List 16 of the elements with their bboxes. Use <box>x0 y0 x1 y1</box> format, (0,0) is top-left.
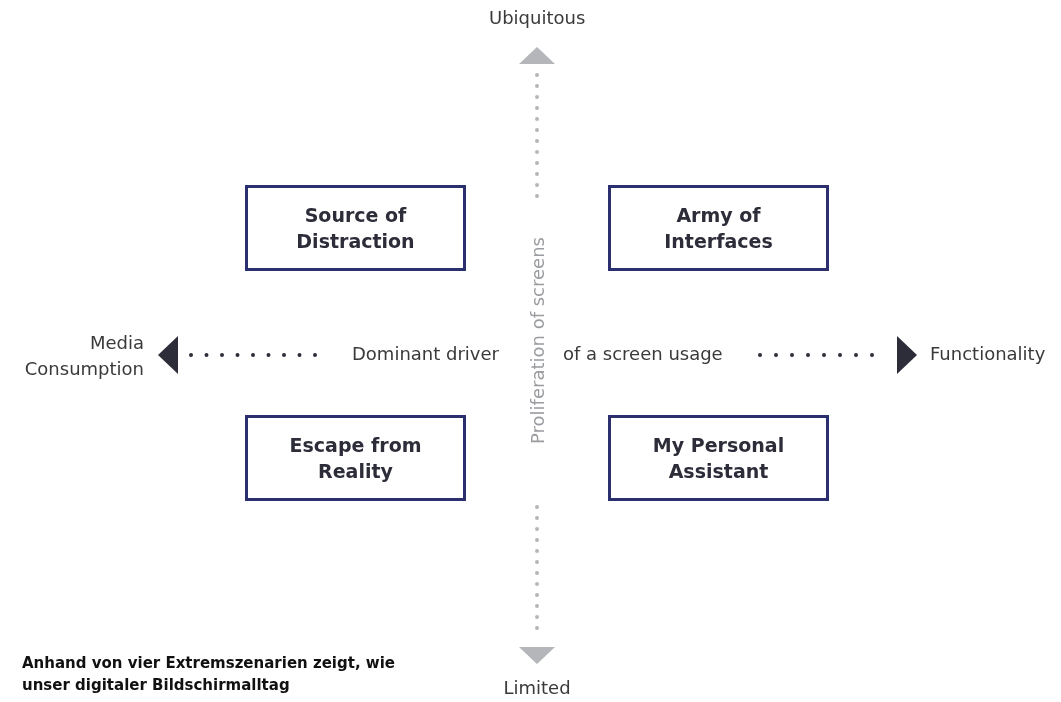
axis-label: Ubiquitous <box>489 7 586 28</box>
axis-label: Functionality <box>930 343 1046 364</box>
scenario-box <box>608 415 829 501</box>
scenario-box <box>245 185 466 271</box>
scenario-box <box>245 415 466 501</box>
axis-label: Limited <box>503 677 571 698</box>
scenario-title: Army of Interfaces <box>663 203 774 254</box>
axis-label: Media Consumption <box>23 331 144 381</box>
scenario-title: Source of Distraction <box>295 203 416 254</box>
scenario-box <box>608 185 829 271</box>
scenario-title: Escape from Reality <box>288 433 423 484</box>
axis-title: Dominant driver <box>352 343 499 364</box>
axis-title: Proliferation of screens <box>526 236 548 444</box>
caption: Anhand von vier Extremszenarien zeigt, wie unser digitaler Bildschirmalltag <box>22 653 396 696</box>
axis-title: of a screen usage <box>563 343 723 364</box>
scenario-title: My Personal Assistant <box>651 433 786 484</box>
